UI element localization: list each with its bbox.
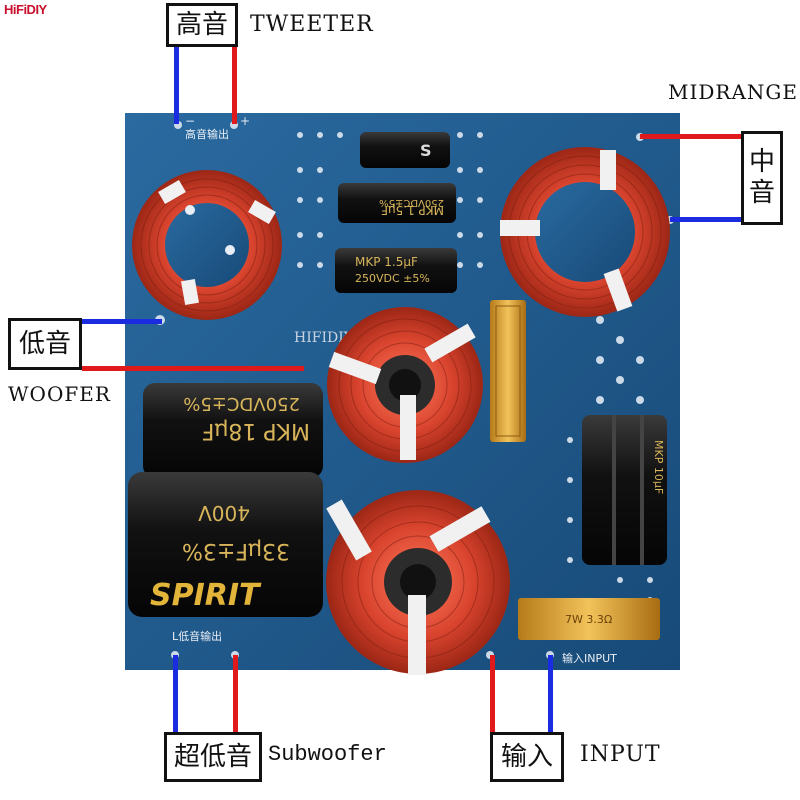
cap-18uf-line2: MKP 18μF xyxy=(202,418,310,443)
silkscreen-tweeter-out: 高音输出 xyxy=(185,127,229,141)
coil-tweeter xyxy=(132,170,282,320)
input-label-cn-text: 输入 xyxy=(500,742,553,772)
capacitor-spirit-33uf: 400V 33μF±3% SPIRIT xyxy=(128,472,323,617)
midrange-label-cn-text: 中 音 xyxy=(748,146,775,208)
cap-33uf-line1: 400V xyxy=(198,501,250,525)
cap-33uf-line2: 33μF±3% xyxy=(182,538,290,563)
resistor-gold-vertical xyxy=(490,300,526,442)
capacitor-mkp-1: 250VDC±5% MKP 1.5μF xyxy=(338,183,456,223)
cap-mkp-1-line1: 250VDC±5% xyxy=(379,197,444,208)
cap-top-small-text: S xyxy=(420,141,432,160)
woofer-label-cn-text: 低音 xyxy=(18,329,71,359)
brand-logo-text: HiFiDIY xyxy=(4,2,47,17)
capacitor-mkp-18uf: 250VDC±5% MKP 18μF xyxy=(143,383,323,478)
resistor-gold-bottom: 7W 3.3Ω xyxy=(518,598,660,640)
brand-logo: HiFiDIY xyxy=(4,2,47,17)
silkscreen-minus-top: − xyxy=(185,114,195,128)
input-wire-positive xyxy=(490,655,495,733)
coil-subwoofer xyxy=(326,490,510,675)
midrange-label-cn: 中 音 xyxy=(741,131,783,225)
silkscreen-plus-top: + xyxy=(240,114,250,128)
cap-mkp-2-line2: 250VDC ±5% xyxy=(355,272,430,285)
coil-midrange xyxy=(500,147,670,317)
input-label-en: INPUT xyxy=(580,742,661,767)
woofer-wire-negative xyxy=(82,319,162,324)
subwoofer-wire-positive xyxy=(233,655,238,733)
input-wire-negative xyxy=(548,655,553,733)
subwoofer-label-cn-text: 超低音 xyxy=(173,742,252,772)
input-label-cn: 输入 xyxy=(490,732,564,782)
cap-mkp-1-line2: MKP 1.5μF xyxy=(381,203,444,217)
woofer-wire-positive xyxy=(82,366,304,371)
cap-33uf-brand: SPIRIT xyxy=(150,578,262,613)
cap-18uf-line1: 250VDC±5% xyxy=(183,393,300,414)
tweeter-wire-negative xyxy=(174,46,179,124)
tweeter-label-en: TWEETER xyxy=(250,12,374,37)
subwoofer-wire-negative xyxy=(173,655,178,733)
silkscreen-input: 输入INPUT xyxy=(562,651,617,665)
resistor-bottom-text: 7W 3.3Ω xyxy=(565,613,612,626)
capacitor-top-small: S xyxy=(360,132,450,168)
midrange-label-en: MIDRANGE xyxy=(668,80,798,104)
midrange-wire-negative xyxy=(670,217,742,222)
midrange-wire-positive xyxy=(640,134,742,139)
woofer-label-en: WOOFER xyxy=(8,382,111,406)
cap-mkp-2-line1: MKP 1.5μF xyxy=(355,255,418,269)
tweeter-label-cn: 高音 xyxy=(166,3,238,47)
capacitor-mkp-2: MKP 1.5μF 250VDC ±5% xyxy=(335,248,457,293)
silkscreen-sub-out: L低音输出 xyxy=(172,629,222,643)
cap-right-text: MKP 10μF xyxy=(652,440,665,494)
silkscreen-brand: HIFIDIY xyxy=(294,330,354,346)
capacitor-right-10uf: MKP 10μF xyxy=(582,415,667,565)
tweeter-label-cn-text: 高音 xyxy=(175,10,228,40)
subwoofer-label-cn: 超低音 xyxy=(164,732,262,782)
subwoofer-label-en: Subwoofer xyxy=(268,742,387,767)
woofer-label-cn: 低音 xyxy=(8,318,82,370)
coil-woofer xyxy=(327,307,483,463)
tweeter-wire-positive xyxy=(232,46,237,124)
